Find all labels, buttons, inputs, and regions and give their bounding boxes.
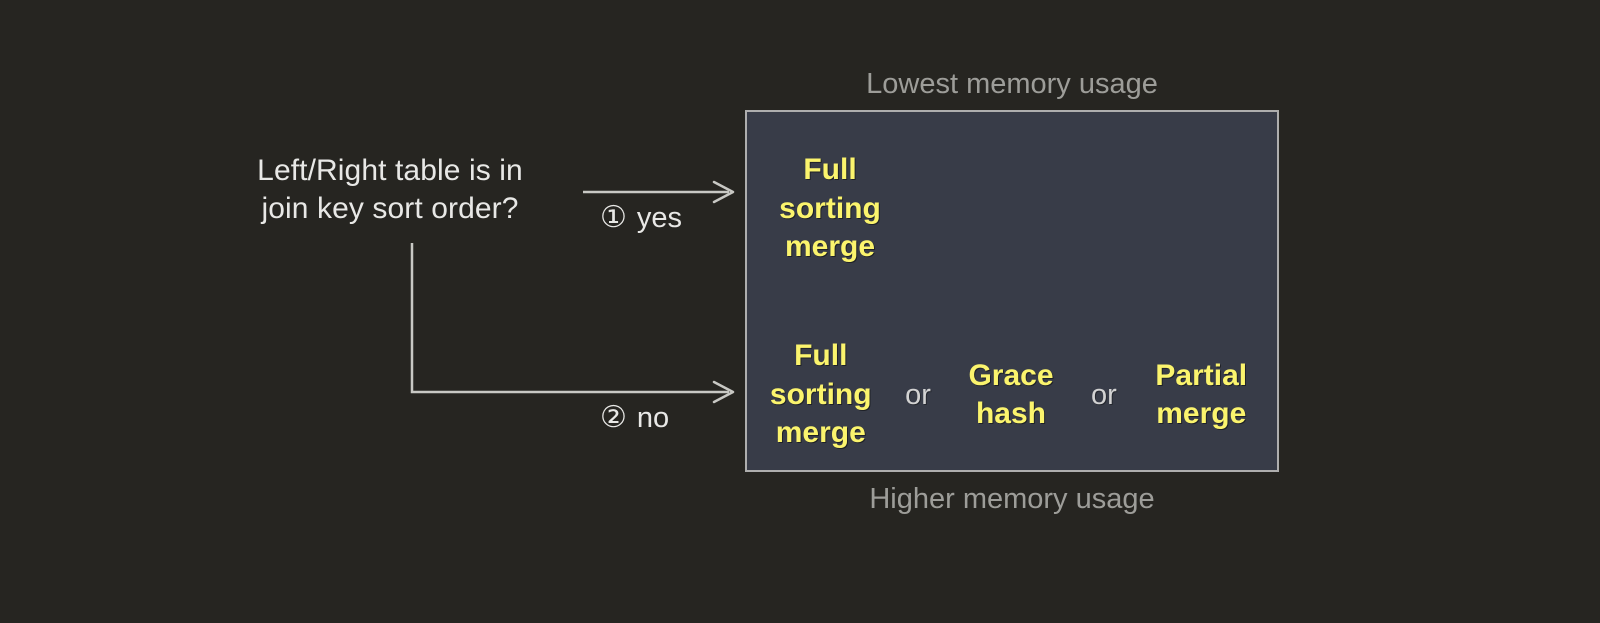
option-partial-merge: Partial merge <box>1155 358 1248 430</box>
branch-label-no: ② no <box>600 403 669 433</box>
option-full-sorting-merge-sorted: Full sorting merge <box>779 153 881 264</box>
arrow-yes <box>583 180 735 204</box>
branch-number-no: ② <box>600 401 627 434</box>
branch-number-yes: ① <box>600 201 627 234</box>
caption-lowest-memory: Lowest memory usage <box>866 68 1158 100</box>
arrow-no <box>410 243 735 404</box>
conjunction-or-1: or <box>905 378 931 411</box>
option-grace-hash: Grace hash <box>968 358 1054 430</box>
branch-text-yes: yes <box>636 201 683 234</box>
caption-higher-memory: Higher memory usage <box>869 483 1155 515</box>
option-row-unsorted: Full sorting merge or Grace hash or Part… <box>747 320 1277 470</box>
options-box: Full sorting merge Full sorting merge or… <box>745 110 1279 472</box>
branch-label-yes: ① yes <box>600 203 682 233</box>
option-full-sorting-merge-unsorted: Full sorting merge <box>769 339 872 450</box>
conjunction-or-2: or <box>1091 378 1117 411</box>
branch-text-no: no <box>636 401 670 434</box>
decision-question: Left/Right table is in join key sort ord… <box>257 154 523 226</box>
option-row-sorted: Full sorting merge <box>747 134 1277 284</box>
